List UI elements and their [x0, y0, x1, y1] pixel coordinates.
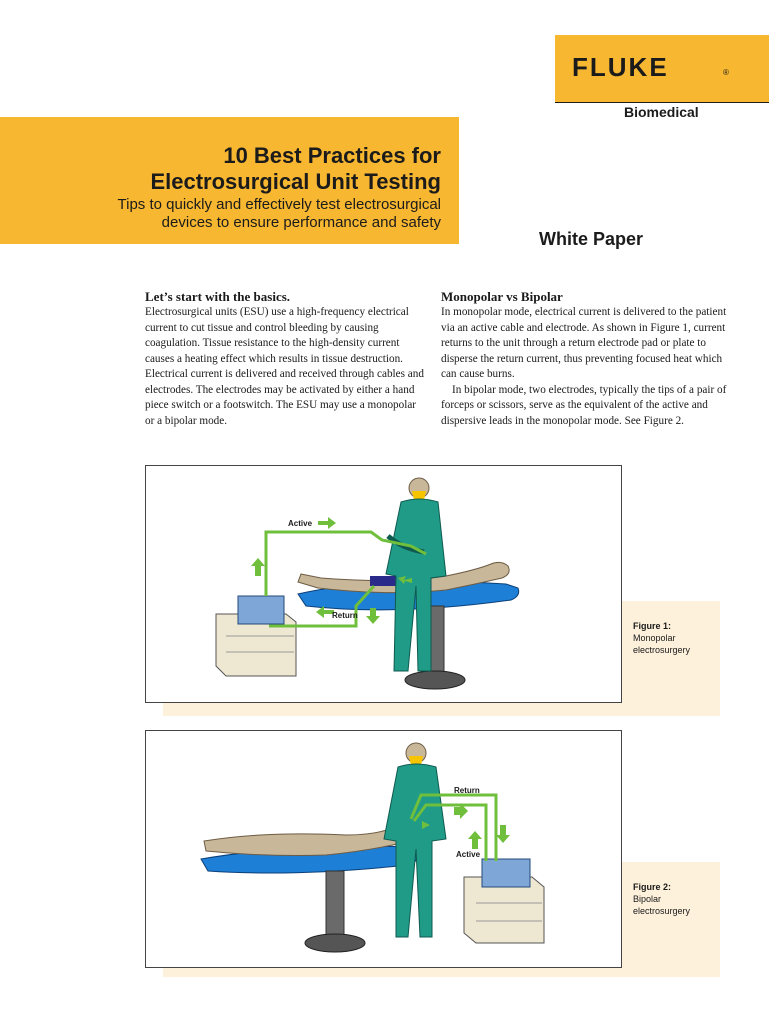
label-active: Active	[456, 850, 481, 859]
caption-title: Figure 2:	[633, 882, 672, 892]
surgeon	[385, 498, 447, 672]
arrow-up-icon	[468, 831, 482, 849]
caption-line-1: Bipolar	[633, 894, 662, 904]
section-basics: Let’s start with the basics. Electrosurg…	[145, 289, 427, 429]
label-return: Return	[332, 611, 358, 620]
figure-1-illustration: Active Return	[145, 465, 622, 703]
return-cable	[269, 584, 376, 628]
section-heading: Let’s start with the basics.	[145, 289, 291, 304]
bipolar-diagram: Return Active	[200, 742, 545, 953]
table-base	[404, 670, 466, 690]
title-line-1: 10 Best Practices for	[223, 143, 441, 168]
surgeon-mask	[409, 756, 423, 765]
fluke-logo: FLUKE	[572, 52, 669, 82]
page-subtitle: Tips to quickly and effectively test ele…	[0, 196, 441, 232]
division-name: Biomedical	[624, 104, 699, 120]
subtitle-line-2: devices to ensure performance and safety	[161, 214, 441, 231]
arrow-left-icon	[454, 803, 468, 819]
table-base	[304, 933, 366, 953]
arrow-up-icon	[251, 558, 265, 576]
caption-line-1: Monopolar	[633, 633, 676, 643]
esu-cart	[215, 613, 297, 677]
table-pedestal	[325, 870, 345, 938]
section-paragraph-1: In monopolar mode, electrical current is…	[441, 306, 727, 380]
section-heading: Monopolar vs Bipolar	[441, 289, 563, 304]
document-type: White Paper	[539, 229, 644, 249]
caption-line-2: electrosurgery	[633, 645, 691, 655]
arrow-left-icon	[398, 576, 412, 584]
active-cable	[412, 803, 488, 861]
section-modes: Monopolar vs Bipolar In monopolar mode, …	[441, 289, 727, 429]
arrow-down-icon	[496, 825, 510, 843]
figure-1-caption: Figure 1: Monopolar electrosurgery	[633, 620, 713, 656]
return-cable	[409, 793, 498, 861]
figure-2-illustration: Return Active	[145, 730, 622, 968]
arrow-right-icon	[422, 821, 436, 831]
arrow-left-icon	[316, 606, 334, 618]
esu-unit	[237, 595, 285, 625]
title-line-2: Electrosurgical Unit Testing	[150, 169, 441, 194]
return-pad	[370, 576, 396, 586]
title-banner	[0, 117, 459, 244]
caption-title: Figure 1:	[633, 621, 672, 631]
caption-line-2: electrosurgery	[633, 906, 691, 916]
registered-mark: ®	[723, 68, 729, 77]
section-paragraph-2: In bipolar mode, two electrodes, typical…	[441, 383, 727, 427]
logo-block	[555, 35, 769, 102]
monopolar-diagram: Active Return	[215, 477, 520, 690]
figure-2-caption: Figure 2: Bipolar electrosurgery	[633, 881, 713, 917]
esu-unit	[481, 858, 531, 888]
logo-divider	[555, 102, 769, 103]
page-title: 10 Best Practices for Electrosurgical Un…	[0, 143, 441, 195]
surgeon-mask	[412, 491, 426, 500]
arrow-down-icon	[366, 608, 380, 624]
label-active: Active	[288, 519, 313, 528]
subtitle-line-1: Tips to quickly and effectively test ele…	[117, 196, 441, 213]
arrow-right-icon	[318, 517, 336, 529]
label-return: Return	[454, 786, 480, 795]
surgeon	[383, 763, 447, 938]
section-body: Electrosurgical units (ESU) use a high-f…	[145, 306, 424, 427]
active-cable	[264, 530, 427, 596]
esu-cart	[463, 876, 545, 944]
